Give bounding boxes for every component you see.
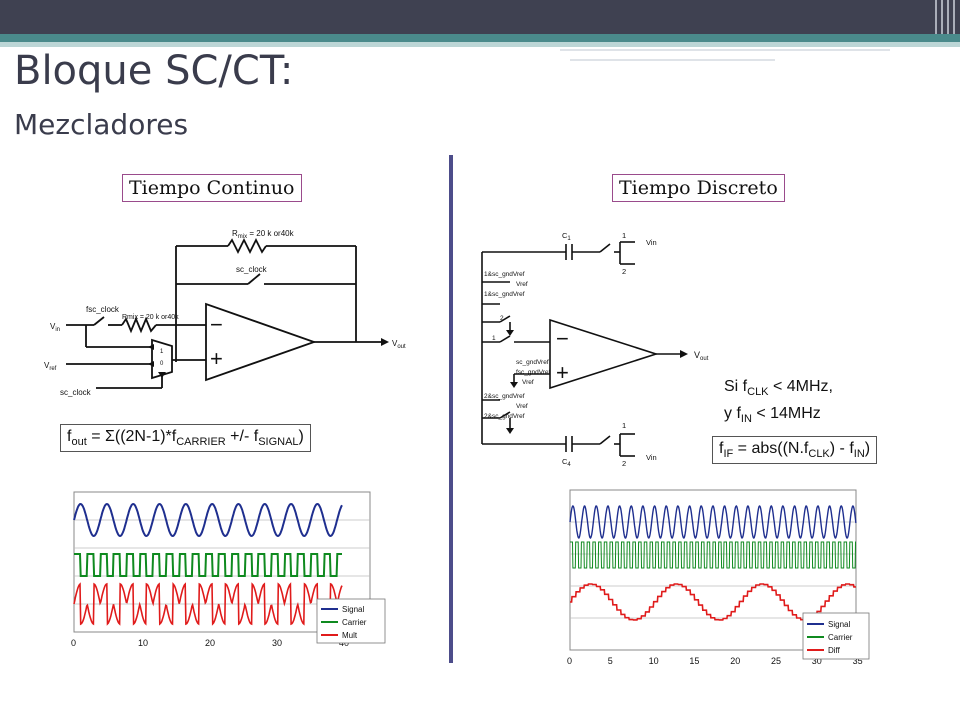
- header-accent-bar: [0, 34, 960, 42]
- formula-fif: fIF = abs((N.fCLK) - fIN): [712, 436, 878, 465]
- sc-clock-label-top: sc_clock: [236, 265, 268, 274]
- header-decoration-lines: [935, 0, 955, 34]
- page-title: Bloque SC/CT:: [14, 48, 294, 94]
- carrier-trace: [570, 541, 856, 569]
- x-tick-label: 25: [771, 656, 781, 666]
- page-subtitle: Mezcladores: [14, 108, 189, 141]
- label-tiempo-discreto: Tiempo Discreto: [612, 174, 785, 202]
- svg-text:Vref: Vref: [522, 379, 534, 386]
- svg-text:Vref: Vref: [44, 361, 57, 372]
- svg-text:1: 1: [622, 231, 626, 240]
- svg-text:+: +: [210, 346, 223, 371]
- formula-fout: fout = Σ((2N-1)*fCARRIER +/- fSIGNAL): [60, 424, 311, 453]
- header-light-bar: [0, 42, 960, 47]
- x-tick-label: 35: [853, 656, 863, 666]
- legend-signal: Signal: [828, 620, 850, 629]
- header-underline-decoration: [560, 49, 890, 61]
- frequency-condition-note: Si fCLK < 4MHz, y fIN < 14MHz: [724, 378, 833, 426]
- svg-text:sc_gndVref: sc_gndVref: [516, 359, 549, 366]
- carrier-trace: [74, 553, 342, 577]
- legend-diff: Diff: [828, 646, 841, 655]
- svg-text:Rmix = 20 k or40k: Rmix = 20 k or40k: [122, 314, 179, 321]
- svg-text:2&sc_gndVref: 2&sc_gndVref: [484, 413, 525, 420]
- svg-text:1&sc_gndVref: 1&sc_gndVref: [484, 291, 525, 298]
- svg-text:2: 2: [622, 267, 626, 276]
- continuous-plot-legend: Signal Carrier Mult: [316, 598, 386, 644]
- x-tick-label: 10: [649, 656, 659, 666]
- legend-carrier: Carrier: [828, 633, 853, 642]
- legend-carrier: Carrier: [342, 618, 367, 627]
- svg-text:+: +: [556, 360, 569, 385]
- column-divider: [449, 155, 453, 663]
- continuous-time-mixer-schematic: Rmix = 20 k or40k sc_clock fsc_clock Rmi…: [44, 229, 406, 397]
- svg-text:C1: C1: [562, 231, 571, 242]
- x-tick-label: 30: [272, 638, 282, 648]
- svg-text:Vref: Vref: [516, 403, 528, 410]
- label-tiempo-continuo: Tiempo Continuo: [122, 174, 302, 202]
- svg-text:Vin: Vin: [646, 453, 657, 462]
- x-tick-label: 5: [608, 656, 613, 666]
- signal-trace: [73, 502, 343, 538]
- signal-trace: [569, 505, 857, 539]
- discrete-plot-legend: Signal Carrier Diff: [802, 612, 870, 660]
- svg-text:Vref: Vref: [516, 281, 528, 288]
- svg-text:Vin: Vin: [646, 238, 657, 247]
- x-tick-label: 20: [205, 638, 215, 648]
- svg-text:2: 2: [500, 315, 504, 322]
- legend-signal: Signal: [342, 605, 364, 614]
- svg-text:Vout: Vout: [392, 339, 406, 350]
- svg-text:1&sc_gndVref: 1&sc_gndVref: [484, 271, 525, 278]
- x-tick-label: 20: [730, 656, 740, 666]
- svg-text:fsc_gndVref: fsc_gndVref: [516, 369, 551, 376]
- fsc-clock-label: fsc_clock: [86, 305, 120, 314]
- discrete-time-mixer-schematic: C1 C4 Vin Vin 1 2 1 2 1&sc_gndVref Vref …: [481, 231, 709, 468]
- x-tick-label: 15: [689, 656, 699, 666]
- legend-mult: Mult: [342, 631, 358, 640]
- svg-text:2&sc_gndVref: 2&sc_gndVref: [484, 393, 525, 400]
- mult-trace: [73, 581, 343, 626]
- sc-clock-label-bottom: sc_clock: [60, 388, 92, 397]
- svg-text:C4: C4: [562, 457, 571, 468]
- svg-text:Vin: Vin: [50, 322, 60, 333]
- svg-text:−: −: [556, 326, 569, 351]
- svg-text:−: −: [210, 312, 223, 337]
- x-tick-label: 10: [138, 638, 148, 648]
- svg-text:1: 1: [622, 421, 626, 430]
- x-tick-label: 0: [71, 638, 76, 648]
- svg-text:Vout: Vout: [694, 350, 709, 362]
- svg-text:2: 2: [622, 459, 626, 468]
- svg-text:0: 0: [160, 361, 164, 367]
- x-tick-label: 30: [812, 656, 822, 666]
- svg-text:Rmix = 20 k or40k: Rmix = 20 k or40k: [232, 229, 295, 240]
- header-bar: [0, 0, 960, 34]
- svg-text:1: 1: [492, 335, 496, 342]
- x-tick-label: 0: [567, 656, 572, 666]
- svg-text:1: 1: [160, 349, 164, 355]
